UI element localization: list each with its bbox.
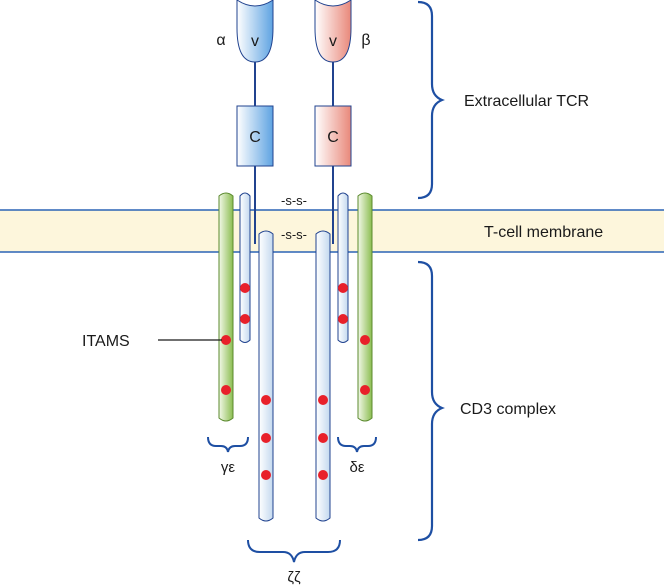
itam-dot bbox=[360, 335, 370, 345]
itam-dot bbox=[221, 335, 231, 345]
beta-greek-label: β bbox=[361, 32, 370, 49]
disulfide-bottom-label: -s-s- bbox=[281, 227, 307, 242]
zeta-subunit-right bbox=[315, 230, 331, 522]
beta-c-label: C bbox=[327, 129, 339, 146]
epsilon-subunit-right bbox=[337, 192, 349, 343]
delta-subunit bbox=[357, 192, 373, 422]
itam-dots bbox=[221, 283, 370, 480]
extracellular-brace bbox=[417, 0, 445, 200]
beta-v-label: v bbox=[329, 33, 337, 50]
itam-dot bbox=[338, 314, 348, 324]
zeta-zeta-label: ζζ bbox=[287, 569, 301, 586]
chain-stalks bbox=[254, 62, 334, 244]
alpha-v-domain bbox=[236, 0, 274, 63]
zeta-zeta-brace bbox=[247, 539, 341, 563]
zeta-subunit-left bbox=[258, 230, 274, 522]
delta-epsilon-brace bbox=[337, 436, 377, 453]
membrane-label: T-cell membrane bbox=[484, 224, 603, 241]
alpha-c-domain bbox=[236, 105, 274, 167]
itam-dot bbox=[360, 385, 370, 395]
extracellular-label: Extracellular TCR bbox=[464, 93, 589, 110]
alpha-v-label: v bbox=[251, 33, 259, 50]
itams-label: ITAMS bbox=[82, 333, 130, 350]
itam-dot bbox=[261, 433, 271, 443]
itam-dot bbox=[221, 385, 231, 395]
alpha-c-label: C bbox=[249, 129, 261, 146]
gamma-subunit bbox=[218, 192, 234, 422]
itam-dot bbox=[318, 395, 328, 405]
gamma-epsilon-label: γε bbox=[221, 459, 236, 476]
cd3-brace bbox=[417, 260, 445, 542]
gamma-epsilon-pair bbox=[218, 192, 251, 422]
zeta-zeta-pair bbox=[258, 230, 331, 522]
itam-dot bbox=[240, 314, 250, 324]
itam-dot bbox=[240, 283, 250, 293]
beta-v-domain bbox=[314, 0, 352, 63]
itam-dot bbox=[338, 283, 348, 293]
disulfide-top-label: -s-s- bbox=[281, 193, 307, 208]
itam-dot bbox=[261, 395, 271, 405]
itam-dot bbox=[261, 470, 271, 480]
gamma-epsilon-brace bbox=[207, 436, 249, 453]
delta-epsilon-label: δε bbox=[349, 459, 364, 476]
itam-dot bbox=[318, 433, 328, 443]
alpha-greek-label: α bbox=[216, 32, 225, 49]
epsilon-subunit-left bbox=[239, 192, 251, 343]
itam-dot bbox=[318, 470, 328, 480]
beta-c-domain bbox=[314, 105, 352, 167]
delta-epsilon-pair bbox=[337, 192, 373, 422]
cd3-label: CD3 complex bbox=[460, 401, 556, 418]
